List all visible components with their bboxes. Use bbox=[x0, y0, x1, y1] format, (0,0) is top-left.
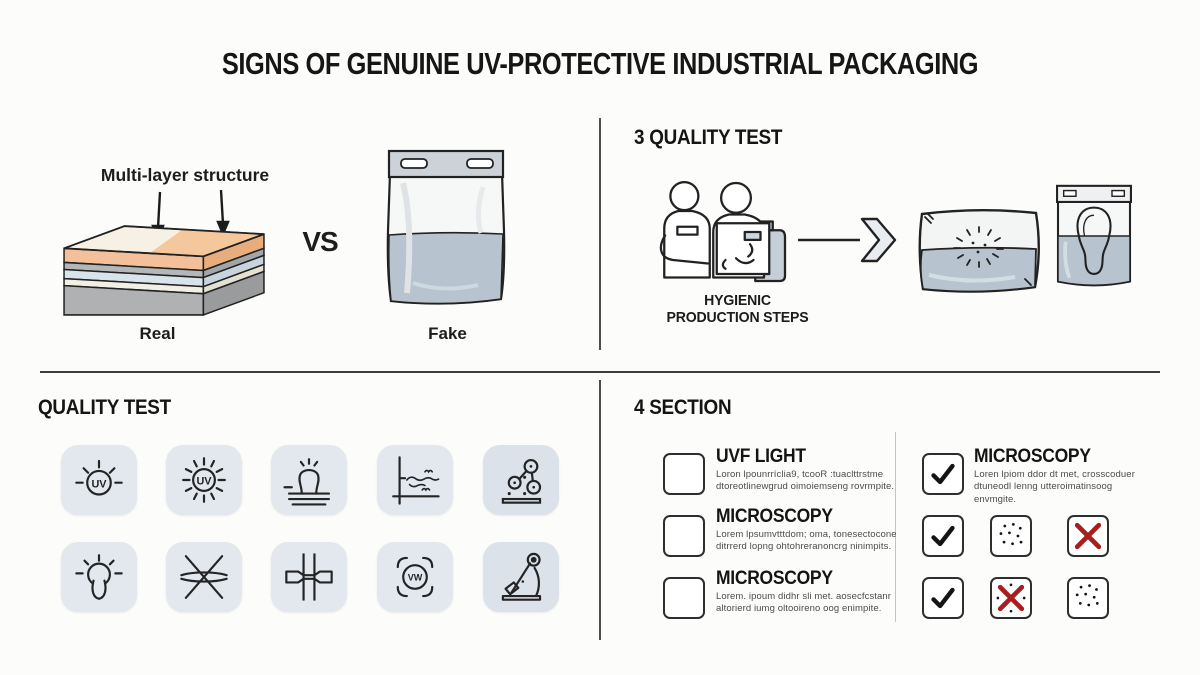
section-heading: 4 SECTION bbox=[634, 396, 732, 419]
tile-focus-ring: VW bbox=[377, 542, 453, 612]
process-heading: 3 QUALITY TEST bbox=[634, 126, 783, 149]
item-text-microscopy-1: Lorem lpsumvtttdom; oma, tonesectocone d… bbox=[716, 529, 897, 553]
uv-text: UV bbox=[196, 476, 212, 488]
cross-dots-icon bbox=[996, 583, 1026, 613]
checkbox-empty-microscopy-2[interactable] bbox=[663, 577, 705, 619]
check-icon bbox=[931, 463, 955, 485]
caption-line2: PRODUCTION STEPS bbox=[666, 309, 809, 327]
process-caption: HYGIENIC PRODUCTION STEPS bbox=[660, 292, 815, 327]
tile-uv-sun: UV bbox=[166, 445, 242, 515]
quality-heading: QUALITY TEST bbox=[38, 396, 171, 419]
item-text-uv-light: Loron lpounrríclia9, tcooR :tuaclttrstme… bbox=[716, 469, 895, 493]
divider-vertical-top bbox=[599, 118, 601, 350]
item-title-microscopy-1: MICROSCOPY bbox=[716, 506, 833, 527]
pillow-bag-illustration bbox=[918, 209, 1040, 293]
cross-icon bbox=[1074, 522, 1102, 550]
bulb-drip-icon bbox=[75, 554, 123, 600]
focus-ring-icon: VW bbox=[396, 556, 434, 598]
tensile-specimen-icon bbox=[285, 553, 333, 601]
workers-illustration bbox=[659, 180, 787, 283]
tile-tensile-specimen bbox=[271, 542, 347, 612]
page-title: SIGNS OF GENUINE UV-PROTECTIVE INDUSTRIA… bbox=[221, 46, 979, 81]
divider-horizontal bbox=[40, 371, 1160, 373]
check-icon bbox=[931, 587, 955, 609]
caption-line1: HYGIENIC bbox=[704, 292, 771, 309]
checkbox-empty-uv-light[interactable] bbox=[663, 453, 705, 495]
tile-particles bbox=[483, 445, 559, 515]
item-title-microscopy-2: MICROSCOPY bbox=[716, 568, 833, 589]
checkbox-checked[interactable] bbox=[922, 577, 964, 619]
checkbox-crossed-dotted[interactable] bbox=[990, 577, 1032, 619]
microscope-icon bbox=[501, 552, 542, 601]
divider-vertical-bottom bbox=[599, 380, 601, 640]
rising-bubble-icon bbox=[283, 458, 331, 506]
checkbox-empty-microscopy-1[interactable] bbox=[663, 515, 705, 557]
graph-scribble-icon bbox=[392, 456, 440, 505]
tile-rising-bubble bbox=[271, 445, 347, 515]
checkbox-crossed[interactable] bbox=[1067, 515, 1109, 557]
item-title-right-microscopy: MICROSCOPY bbox=[974, 446, 1091, 467]
item-title-uv-light: UVF LIGHT bbox=[716, 446, 806, 467]
item-text-right-microscopy: Loren lpiom ddor dt met, crosscoduer dtu… bbox=[974, 469, 1135, 505]
tile-uv-lamp: UV bbox=[61, 445, 137, 515]
multilayer-label: Multi-layer structure bbox=[100, 165, 270, 185]
checkbox-checked[interactable] bbox=[922, 515, 964, 557]
divider-section-inner bbox=[895, 432, 896, 622]
multilayer-slab-illustration bbox=[63, 225, 265, 317]
crossed-lines-icon bbox=[180, 555, 228, 599]
checkbox-dotted[interactable] bbox=[1067, 577, 1109, 619]
fake-label: Fake bbox=[428, 324, 467, 343]
item-text-microscopy-2: Lorem. ipoum didhr sli met. aosecfcstanr… bbox=[716, 591, 892, 615]
checkbox-dotted[interactable] bbox=[990, 515, 1032, 557]
dots-pattern-icon bbox=[999, 523, 1023, 546]
uv-text: UV bbox=[91, 478, 107, 490]
uv-lamp-icon: UV bbox=[75, 459, 123, 496]
real-label: Real bbox=[139, 324, 176, 343]
uv-sun-icon: UV bbox=[182, 457, 226, 503]
vs-label: VS bbox=[302, 226, 338, 257]
vw-text: VW bbox=[408, 573, 423, 583]
flow-arrow-icon bbox=[798, 217, 897, 263]
pouch-bag-illustration bbox=[1056, 184, 1132, 287]
dots-pattern-icon bbox=[1075, 584, 1099, 607]
particles-icon bbox=[501, 458, 542, 504]
fake-bag-illustration bbox=[386, 149, 506, 305]
tile-graph-scribble bbox=[377, 445, 453, 515]
tile-crossed-lines bbox=[166, 542, 242, 612]
check-icon bbox=[931, 525, 955, 547]
checkbox-checked-microscopy[interactable] bbox=[922, 453, 964, 495]
tile-bulb-drip bbox=[61, 542, 137, 612]
tile-microscope bbox=[483, 542, 559, 612]
